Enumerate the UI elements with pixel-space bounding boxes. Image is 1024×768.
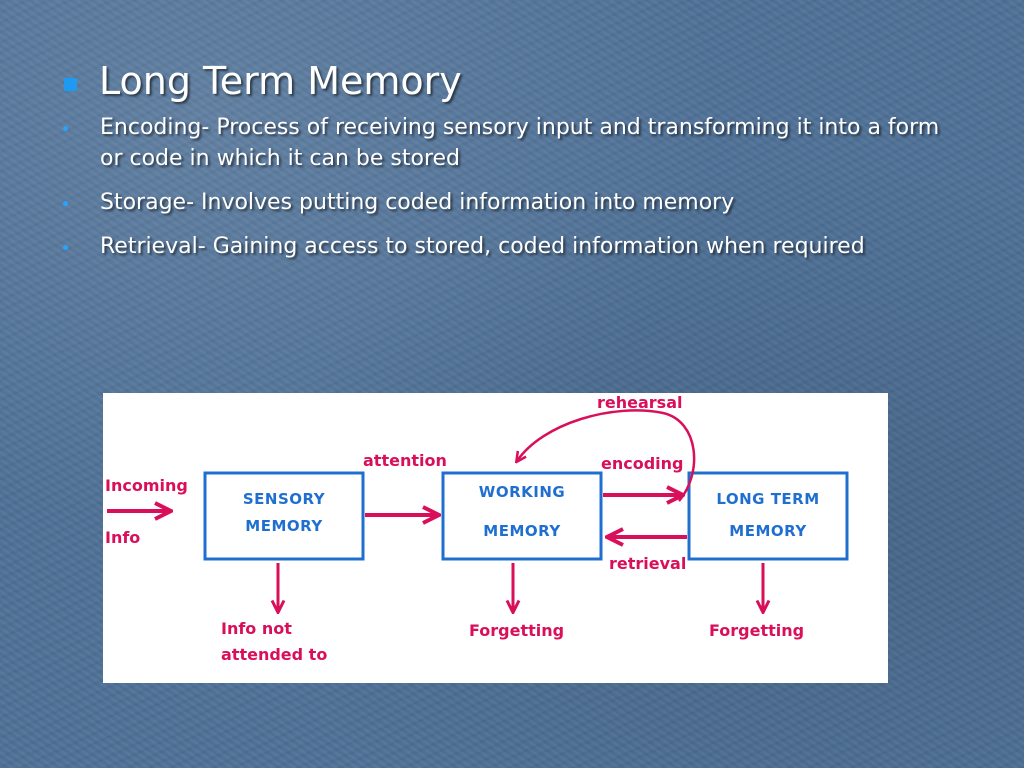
- sensory-box-line2: MEMORY: [245, 517, 323, 535]
- long-term-box-line2: MEMORY: [729, 522, 807, 540]
- bullet-item-encoding: Encoding- Process of receiving sensory i…: [60, 112, 960, 174]
- memory-model-diagram: SENSORY MEMORY WORKING MEMORY LONG TERM …: [103, 393, 888, 683]
- forgetting-long-term-label: Forgetting: [709, 621, 804, 640]
- bullet-list: Encoding- Process of receiving sensory i…: [60, 112, 960, 262]
- bullet-text: Storage- Involves putting coded informat…: [100, 190, 735, 215]
- bullet-item-storage: Storage- Involves putting coded informat…: [60, 187, 960, 218]
- bullet-text: Retrieval- Gaining access to stored, cod…: [100, 234, 865, 259]
- long-term-memory-box: [687, 471, 849, 561]
- retrieval-label: retrieval: [609, 554, 686, 573]
- rehearsal-loop-arrow: [517, 409, 696, 502]
- info-label: Info: [105, 528, 140, 547]
- rehearsal-label: rehearsal: [597, 393, 682, 412]
- attention-label: attention: [363, 451, 447, 470]
- incoming-label: Incoming: [105, 476, 188, 495]
- encoding-label: encoding: [601, 454, 684, 473]
- working-memory-box: [441, 471, 603, 561]
- title-row: Long Term Memory: [64, 58, 462, 104]
- diagram-canvas: SENSORY MEMORY WORKING MEMORY LONG TERM …: [105, 393, 849, 664]
- sensory-memory-box: [203, 471, 365, 561]
- sensory-box-line1: SENSORY: [243, 490, 326, 508]
- bullet-dot-icon: [63, 245, 68, 250]
- working-box-line1: WORKING: [479, 483, 565, 501]
- bullet-text: Encoding- Process of receiving sensory i…: [100, 115, 940, 171]
- bullet-dot-icon: [63, 126, 68, 131]
- bullet-item-retrieval: Retrieval- Gaining access to stored, cod…: [60, 231, 960, 262]
- long-term-box-line1: LONG TERM: [716, 490, 819, 508]
- info-not-label: Info not: [221, 619, 292, 638]
- slide-title: Long Term Memory: [99, 59, 462, 103]
- bullet-dot-icon: [63, 201, 68, 206]
- square-bullet-icon: [64, 77, 77, 91]
- forgetting-working-label: Forgetting: [469, 621, 564, 640]
- attended-to-label: attended to: [221, 645, 327, 664]
- working-box-line2: MEMORY: [483, 522, 561, 540]
